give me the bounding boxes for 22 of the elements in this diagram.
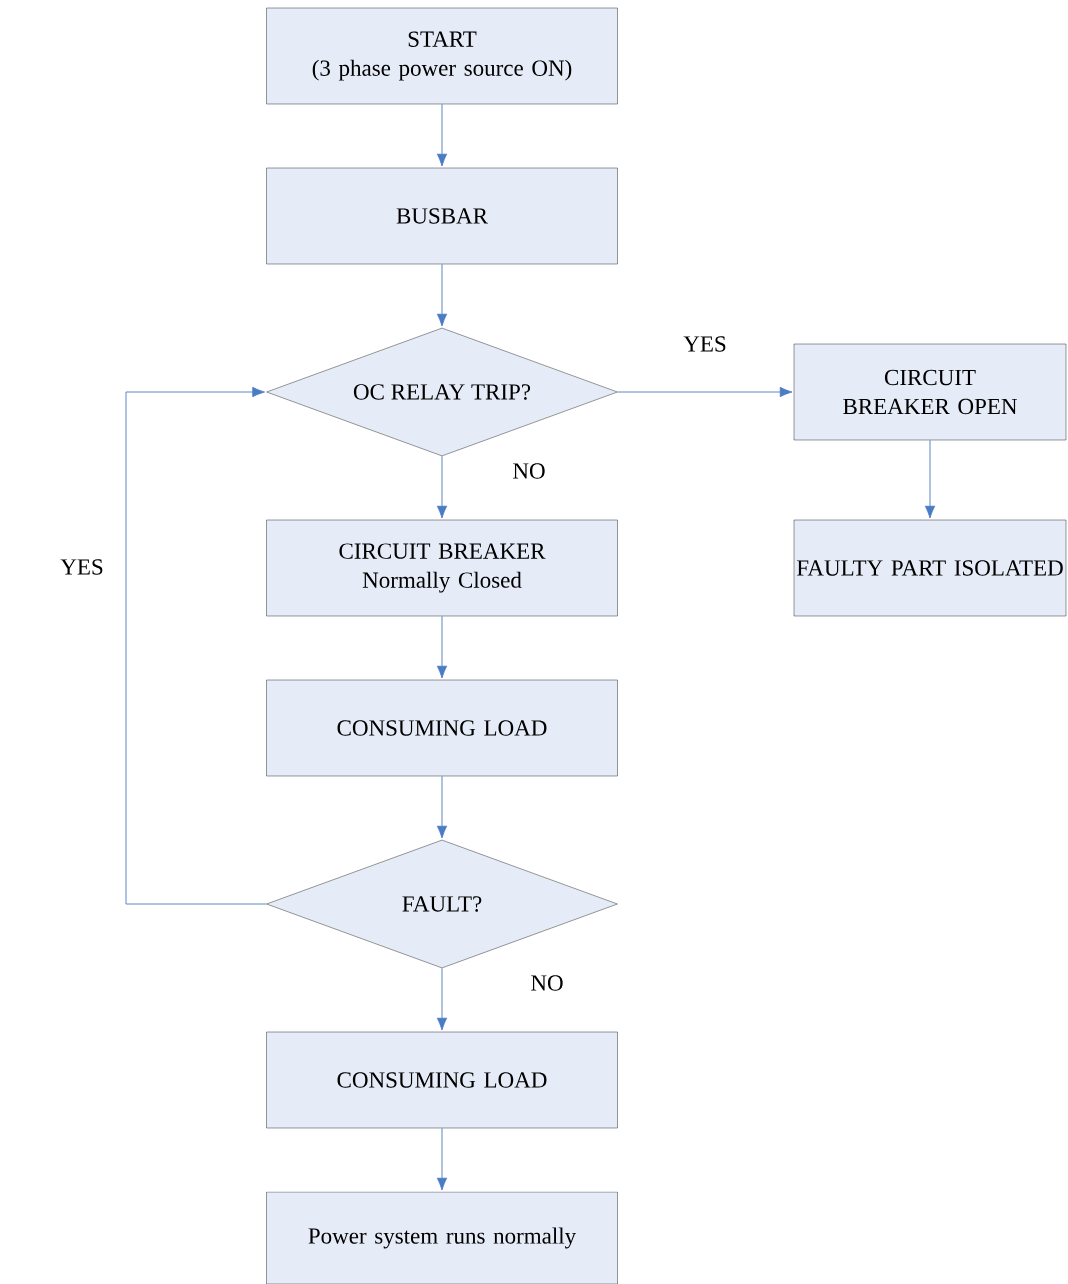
arrow bbox=[617, 386, 793, 398]
arrow bbox=[436, 455, 448, 519]
arrow bbox=[436, 967, 448, 1031]
process-box: CIRCUIT BREAKER Normally Closed bbox=[266, 519, 618, 617]
arrow bbox=[924, 439, 936, 519]
arrow bbox=[125, 386, 267, 905]
edge-label: NO bbox=[529, 974, 565, 992]
arrow bbox=[436, 775, 448, 839]
arrow bbox=[436, 1127, 448, 1191]
process-box: CIRCUIT BREAKER OPEN bbox=[793, 343, 1067, 441]
edge-label: YES bbox=[682, 335, 728, 353]
process-box: START (3 phase power source ON) bbox=[266, 7, 618, 105]
arrow bbox=[436, 263, 448, 327]
process-box: Power system runs normally bbox=[266, 1191, 618, 1284]
process-box: CONSUMING LOAD bbox=[266, 679, 618, 777]
process-box: CONSUMING LOAD bbox=[266, 1031, 618, 1129]
process-box: FAULTY PART ISOLATED bbox=[793, 519, 1067, 617]
arrow bbox=[436, 103, 448, 167]
process-box: BUSBAR bbox=[266, 167, 618, 265]
arrow bbox=[436, 615, 448, 679]
edge-label: NO bbox=[511, 462, 547, 480]
edge-label: YES bbox=[59, 558, 105, 576]
